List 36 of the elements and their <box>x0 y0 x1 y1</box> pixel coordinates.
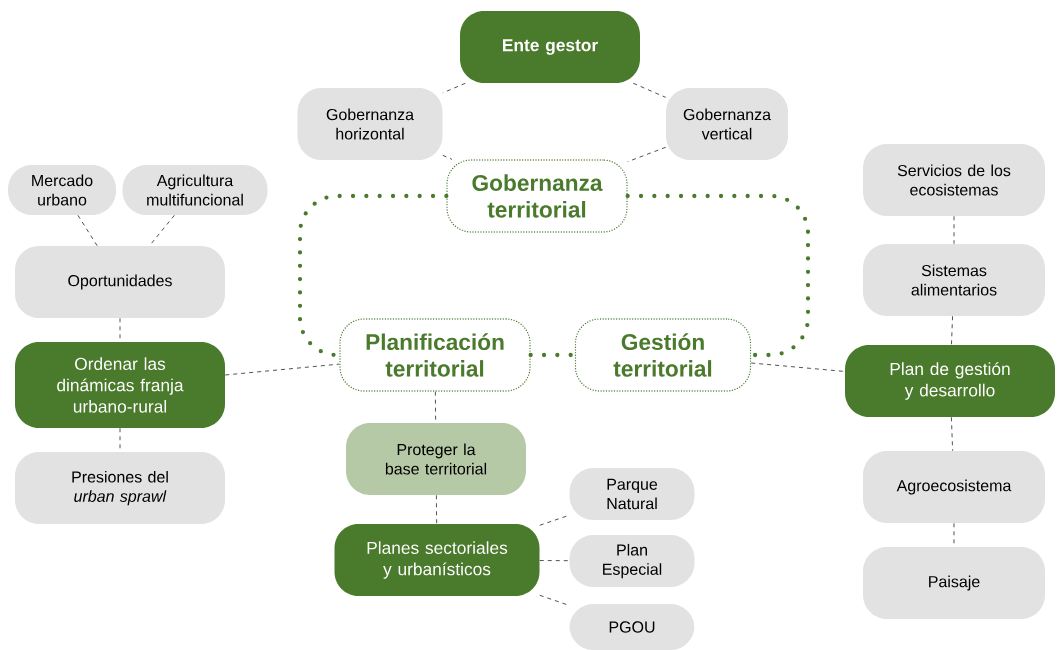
rounded-box: Paisaje <box>863 547 1045 619</box>
connector-line <box>435 494 438 525</box>
dotted-box: Planificación territorial <box>339 318 531 392</box>
rounded-box: Sistemas alimentarios <box>863 244 1045 316</box>
dotted-box: Gobernanza territorial <box>446 159 628 233</box>
rounded-box: Oportunidades <box>15 246 225 318</box>
rounded-box: Proteger la base territorial <box>346 423 526 495</box>
rounded-box: Presiones del urban sprawl <box>15 452 225 524</box>
rounded-box: Plan Especial <box>569 535 695 587</box>
dotted-line <box>297 193 449 358</box>
connector-line <box>953 215 955 245</box>
rounded-box: Parque Natural <box>569 468 695 520</box>
connector-line <box>77 214 98 247</box>
connector-line <box>627 146 667 163</box>
rounded-box: Ordenar las dinámicas franja urbano-rural <box>15 342 225 428</box>
rounded-box: Agricultura multifuncional <box>122 165 268 215</box>
rounded-box: Planes sectoriales y urbanísticos <box>334 524 540 596</box>
dotted-box: Gestión territorial <box>574 318 752 392</box>
rounded-box: Gobernanza horizontal <box>297 88 443 160</box>
connector-line <box>951 416 954 452</box>
connector-line <box>951 315 953 346</box>
connector-line <box>149 214 175 247</box>
rounded-box: Gobernanza vertical <box>666 88 788 160</box>
connector-line <box>750 362 846 372</box>
dotted-line <box>625 193 811 358</box>
connector-line <box>539 514 570 526</box>
rounded-box: PGOU <box>569 604 695 650</box>
rounded-box: Plan de gestión y desarrollo <box>845 345 1055 417</box>
connector-line <box>539 594 570 606</box>
connector-line <box>539 560 570 562</box>
rounded-box: Servicios de los ecosistemas <box>863 144 1045 216</box>
connector-line <box>224 363 340 376</box>
rounded-box: Ente gestor <box>460 11 640 83</box>
rounded-box: Agroecosistema <box>863 451 1045 523</box>
rounded-box: Mercado urbano <box>8 165 116 215</box>
connector-line <box>442 154 453 160</box>
